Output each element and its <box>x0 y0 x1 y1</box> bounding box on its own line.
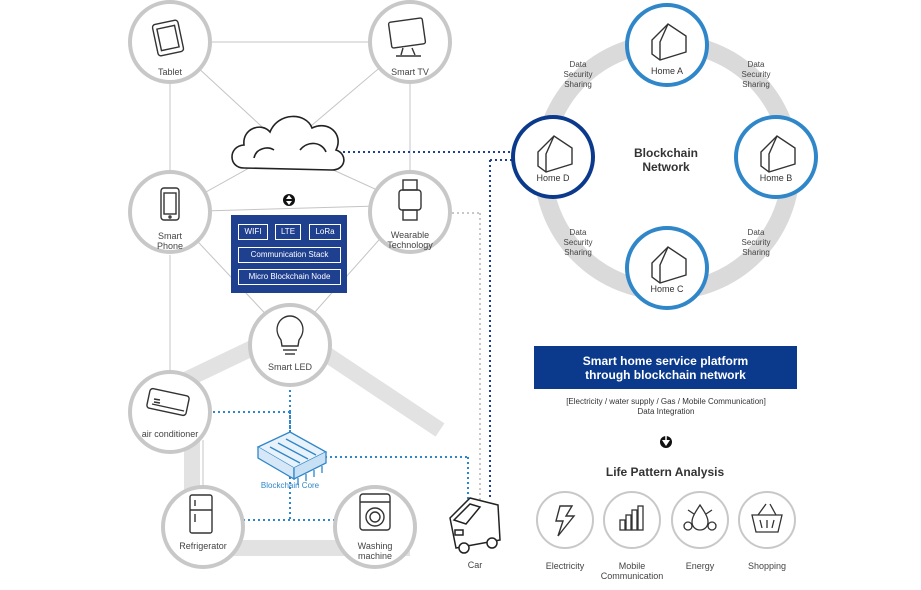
dotted-links-blue <box>213 390 469 522</box>
label-home-b: Home B <box>759 173 793 183</box>
label-washing-machine: Washing machine <box>357 541 393 561</box>
label-home-d: Home D <box>536 173 570 183</box>
blockchain-core-icon <box>256 431 328 485</box>
home-node-d[interactable] <box>511 115 595 199</box>
device-node-tablet[interactable] <box>128 0 212 84</box>
car-icon <box>449 497 501 554</box>
down-arrow-icon <box>660 436 672 448</box>
label-smart-phone: Smart Phone <box>156 231 184 251</box>
cloud-icon <box>231 115 345 171</box>
home-node-c[interactable] <box>625 226 709 310</box>
device-node-smart-phone[interactable] <box>128 170 212 254</box>
lifepattern-shopping[interactable] <box>738 491 796 549</box>
device-node-smart-tv[interactable] <box>368 0 452 84</box>
device-node-washing-machine[interactable] <box>333 485 417 569</box>
label-air-conditioner: air conditioner <box>141 429 199 439</box>
lifepattern-electricity[interactable] <box>536 491 594 549</box>
tablet-icon <box>151 19 185 57</box>
label-home-a: Home A <box>650 66 683 76</box>
house-icon <box>651 246 687 284</box>
label-smart-tv: Smart TV <box>391 67 429 77</box>
air-conditioner-icon <box>146 387 190 417</box>
energy-icon <box>683 503 717 531</box>
data-sharing-label-4: Data Security Sharing <box>741 228 771 257</box>
device-node-smart-led[interactable] <box>248 303 332 387</box>
communication-stack-chip: Communication Stack <box>238 247 341 263</box>
label-smart-led: Smart LED <box>267 362 312 372</box>
data-sharing-label-3: Data Security Sharing <box>563 228 593 257</box>
device-node-wearable[interactable] <box>368 170 452 254</box>
lightning-icon <box>555 505 576 537</box>
refrigerator-icon <box>189 494 213 534</box>
tv-icon <box>387 17 427 57</box>
basket-icon <box>751 503 783 533</box>
label-shopping: Shopping <box>747 561 787 571</box>
wifi-chip: WIFI <box>238 224 268 240</box>
data-sharing-label-2: Data Security Sharing <box>741 60 771 89</box>
lte-chip: LTE <box>275 224 301 240</box>
platform-banner: Smart home service platform through bloc… <box>534 346 797 389</box>
house-icon <box>760 135 796 173</box>
smartwatch-icon <box>398 179 422 221</box>
signal-bars-icon <box>619 505 644 531</box>
lightbulb-icon <box>276 315 304 355</box>
blockchain-network-title: Blockchain Network <box>633 146 699 174</box>
device-node-air-conditioner[interactable] <box>128 370 212 454</box>
dotted-links-navy <box>338 151 512 500</box>
blockchain-node-panel: WIFI LTE LoRa Communication Stack Micro … <box>231 215 347 293</box>
label-wearable: Wearable Technology <box>387 230 433 250</box>
home-node-a[interactable] <box>625 3 709 87</box>
label-tablet: Tablet <box>157 67 183 77</box>
label-refrigerator: Refrigerator <box>179 541 227 551</box>
lifepattern-energy[interactable] <box>671 491 729 549</box>
label-blockchain-core: Blockchain Core <box>260 481 320 490</box>
label-car: Car <box>467 560 483 570</box>
label-mobile-communication: Mobile Communication <box>600 561 664 581</box>
label-home-c: Home C <box>650 284 684 294</box>
lora-chip: LoRa <box>309 224 341 240</box>
house-icon <box>651 23 687 61</box>
home-node-b[interactable] <box>734 115 818 199</box>
micro-blockchain-node-chip: Micro Blockchain Node <box>238 269 341 285</box>
label-electricity: Electricity <box>545 561 585 571</box>
data-integration-text: [Electricity / water supply / Gas / Mobi… <box>566 397 766 416</box>
up-down-arrow-icon <box>283 194 295 206</box>
smartphone-icon <box>160 187 180 221</box>
lifepattern-mobile[interactable] <box>603 491 661 549</box>
washing-machine-icon <box>359 493 391 531</box>
house-icon <box>537 135 573 173</box>
label-energy: Energy <box>685 561 715 571</box>
device-node-refrigerator[interactable] <box>161 485 245 569</box>
data-sharing-label-1: Data Security Sharing <box>563 60 593 89</box>
life-pattern-title: Life Pattern Analysis <box>605 465 725 479</box>
